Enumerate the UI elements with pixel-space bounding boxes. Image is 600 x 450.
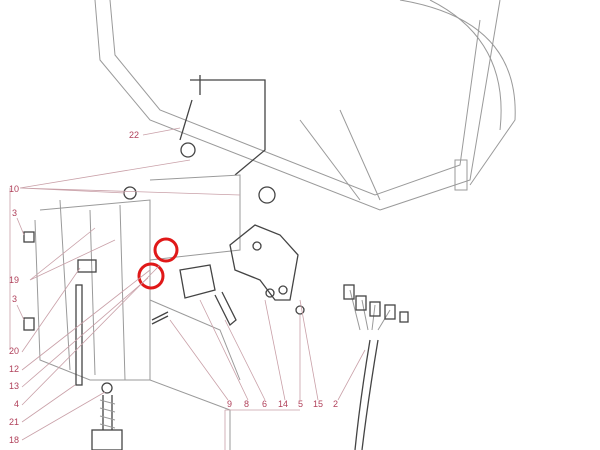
callout-10: 10 [9, 184, 20, 194]
wire-harness [343, 284, 409, 450]
small-spring [151, 311, 169, 325]
callout-4: 4 [14, 399, 20, 409]
housing-cover [94, 0, 516, 211]
bracket-22 [123, 75, 276, 204]
callout-3-lower: 3 [12, 294, 18, 304]
callout-18: 18 [9, 435, 20, 445]
callout-3-upper: 3 [12, 208, 18, 218]
clip-3-upper [23, 231, 35, 243]
clip-3-lower [23, 317, 35, 331]
lever-plate [179, 224, 305, 327]
callout-8: 8 [244, 399, 250, 409]
callout-2: 2 [333, 399, 339, 409]
callout-19: 19 [9, 275, 20, 285]
callout-5: 5 [298, 399, 304, 409]
callout-13: 13 [9, 381, 20, 391]
callout-15: 15 [313, 399, 324, 409]
leader-lines [9, 127, 366, 450]
highlight-circle-upper [153, 237, 179, 263]
frame [34, 174, 241, 450]
callout-20: 20 [9, 346, 20, 356]
callout-9: 9 [227, 399, 233, 409]
callout-12: 12 [9, 364, 20, 374]
callout-21: 21 [9, 417, 20, 427]
highlight-circle-lower [137, 262, 165, 290]
callout-22: 22 [129, 130, 140, 140]
callout-14: 14 [278, 399, 289, 409]
callout-6: 6 [262, 399, 268, 409]
spring-assembly [91, 382, 123, 450]
